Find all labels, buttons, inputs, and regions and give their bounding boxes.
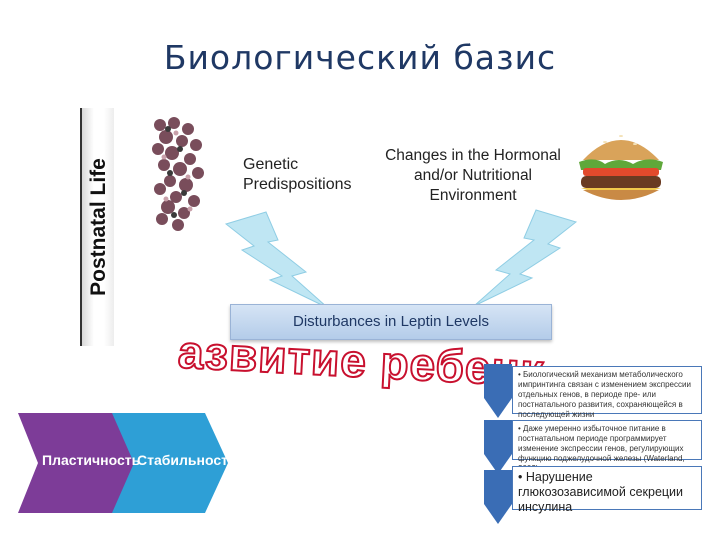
right-lightning-icon [470, 208, 580, 308]
chevron-label-stability: Стабильность [137, 452, 237, 468]
chevron-label-plasticity: Пластичность [42, 452, 140, 468]
dna-helix-image [140, 115, 220, 235]
down-arrow-3-icon [484, 470, 512, 524]
info-box-3: • Нарушение глюкозозависимой секреции ин… [512, 466, 702, 510]
info-box-2: • Даже умеренно избыточное питание в пос… [512, 420, 702, 460]
hormonal-environment-label: Changes in the Hormonal and/or Nutrition… [368, 146, 578, 206]
postnatal-life-label: Postnatal Life [87, 158, 111, 296]
leptin-disturbances-box: Disturbances in Leptin Levels [230, 304, 552, 340]
burger-image [575, 120, 667, 212]
page-title: Биологический базис [0, 38, 720, 77]
info-box-1: • Биологический механизм метаболического… [512, 366, 702, 414]
genetic-predispositions-label: Genetic Predispositions [243, 155, 352, 195]
down-arrow-2-icon [484, 420, 512, 474]
postnatal-life-bar: Postnatal Life [80, 108, 116, 346]
left-lightning-icon [222, 210, 332, 310]
down-arrow-1-icon [484, 364, 512, 418]
